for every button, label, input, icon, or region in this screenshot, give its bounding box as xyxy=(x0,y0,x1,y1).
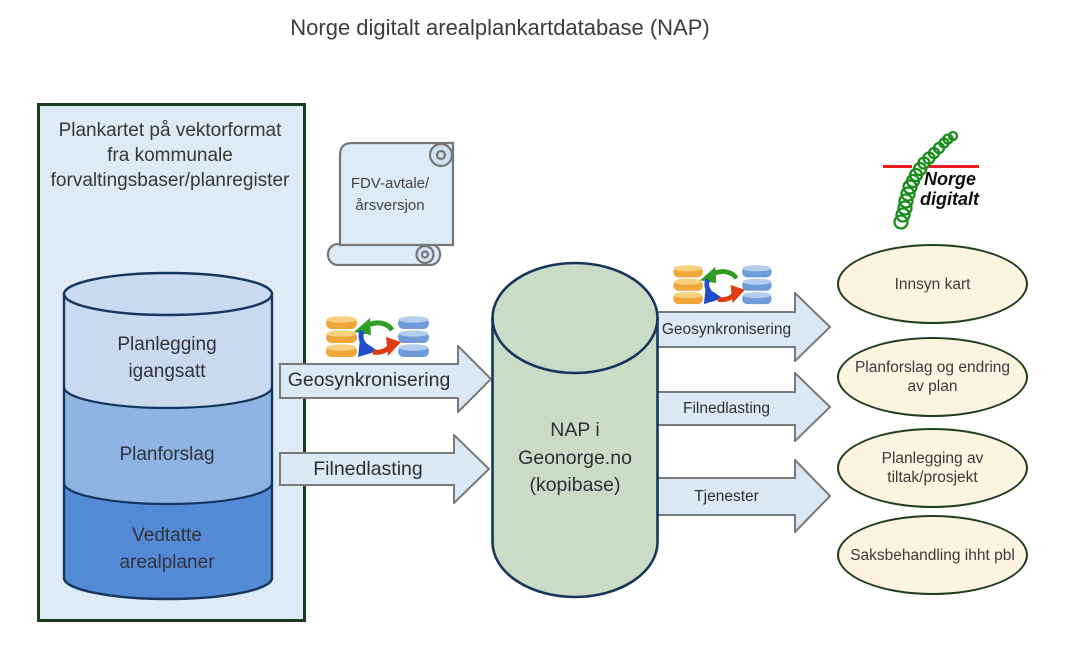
sync-arrows-icon xyxy=(354,318,401,357)
flow-label-filnedlasting: Filnedlasting xyxy=(682,399,771,417)
arrow-geosynkronisering-left xyxy=(279,345,493,413)
arrow-tjenester-right xyxy=(656,459,832,533)
geosync-databases-icon xyxy=(326,316,429,357)
db-segment-label: Vedtatte arealplaner xyxy=(119,525,215,573)
flow-label-geosynkronisering: Geosynkronisering xyxy=(661,320,792,338)
blue-database-icon xyxy=(398,316,429,357)
nap-database-label: NAP i Geonorge.no (kopibase) xyxy=(518,419,632,496)
svg-text:Norge: Norge xyxy=(924,169,976,189)
diagram-title: Norge digitalt arealplankartdatabase (NA… xyxy=(290,15,710,40)
left-database-cylinder xyxy=(62,271,274,601)
arrow-geosynkronisering-right xyxy=(656,292,832,362)
db-segment-label: Planlegging igangsatt xyxy=(117,334,217,382)
geosync-databases-icon xyxy=(673,265,772,305)
nap-database-cylinder xyxy=(491,261,659,599)
use-case-innsyn-kart: Innsyn kart xyxy=(837,244,1028,324)
flow-label-tjenester: Tjenester xyxy=(694,487,759,505)
use-case-label: Planforslag og endring av plan xyxy=(854,359,1011,395)
sync-arrows-icon xyxy=(700,266,745,305)
orange-database-icon xyxy=(673,265,703,305)
logo-green-coil xyxy=(893,130,959,230)
flow-label-geosynkronisering: Geosynkronisering xyxy=(287,369,451,391)
orange-database-icon xyxy=(326,316,357,357)
use-case-planlegging-tiltak: Planlegging av tiltak/prosjekt xyxy=(837,428,1028,508)
logo-wordmark: Norge digitalt xyxy=(920,169,980,209)
arrow-filnedlasting-left xyxy=(279,434,491,504)
svg-text:digitalt: digitalt xyxy=(920,189,980,209)
logo-red-line xyxy=(883,165,979,168)
use-case-label: Saksbehandling ihht pbl xyxy=(850,546,1015,564)
db-segment-planforslag xyxy=(64,387,272,504)
db-segment-vedtatte xyxy=(64,483,272,599)
blue-database-icon xyxy=(742,265,772,305)
arrow-filnedlasting-right xyxy=(656,372,832,442)
flow-label-filnedlasting: Filnedlasting xyxy=(313,457,423,480)
use-case-planforslag-endring: Planforslag og endring av plan xyxy=(837,337,1028,417)
scroll-shape xyxy=(326,141,455,267)
use-case-saksbehandling: Saksbehandling ihht pbl xyxy=(837,515,1028,595)
db-segment-label: Planforslag xyxy=(119,444,215,465)
left-panel-title: Plankartet på vektorformat fra kommunale… xyxy=(50,120,290,191)
use-case-label: Innsyn kart xyxy=(894,275,971,293)
use-case-label: Planlegging av tiltak/prosjekt xyxy=(881,450,984,486)
norge-digitalt-logo: Norge digitalt xyxy=(880,127,982,230)
scroll-note-label: FDV-avtale/årsversjon xyxy=(350,175,430,214)
